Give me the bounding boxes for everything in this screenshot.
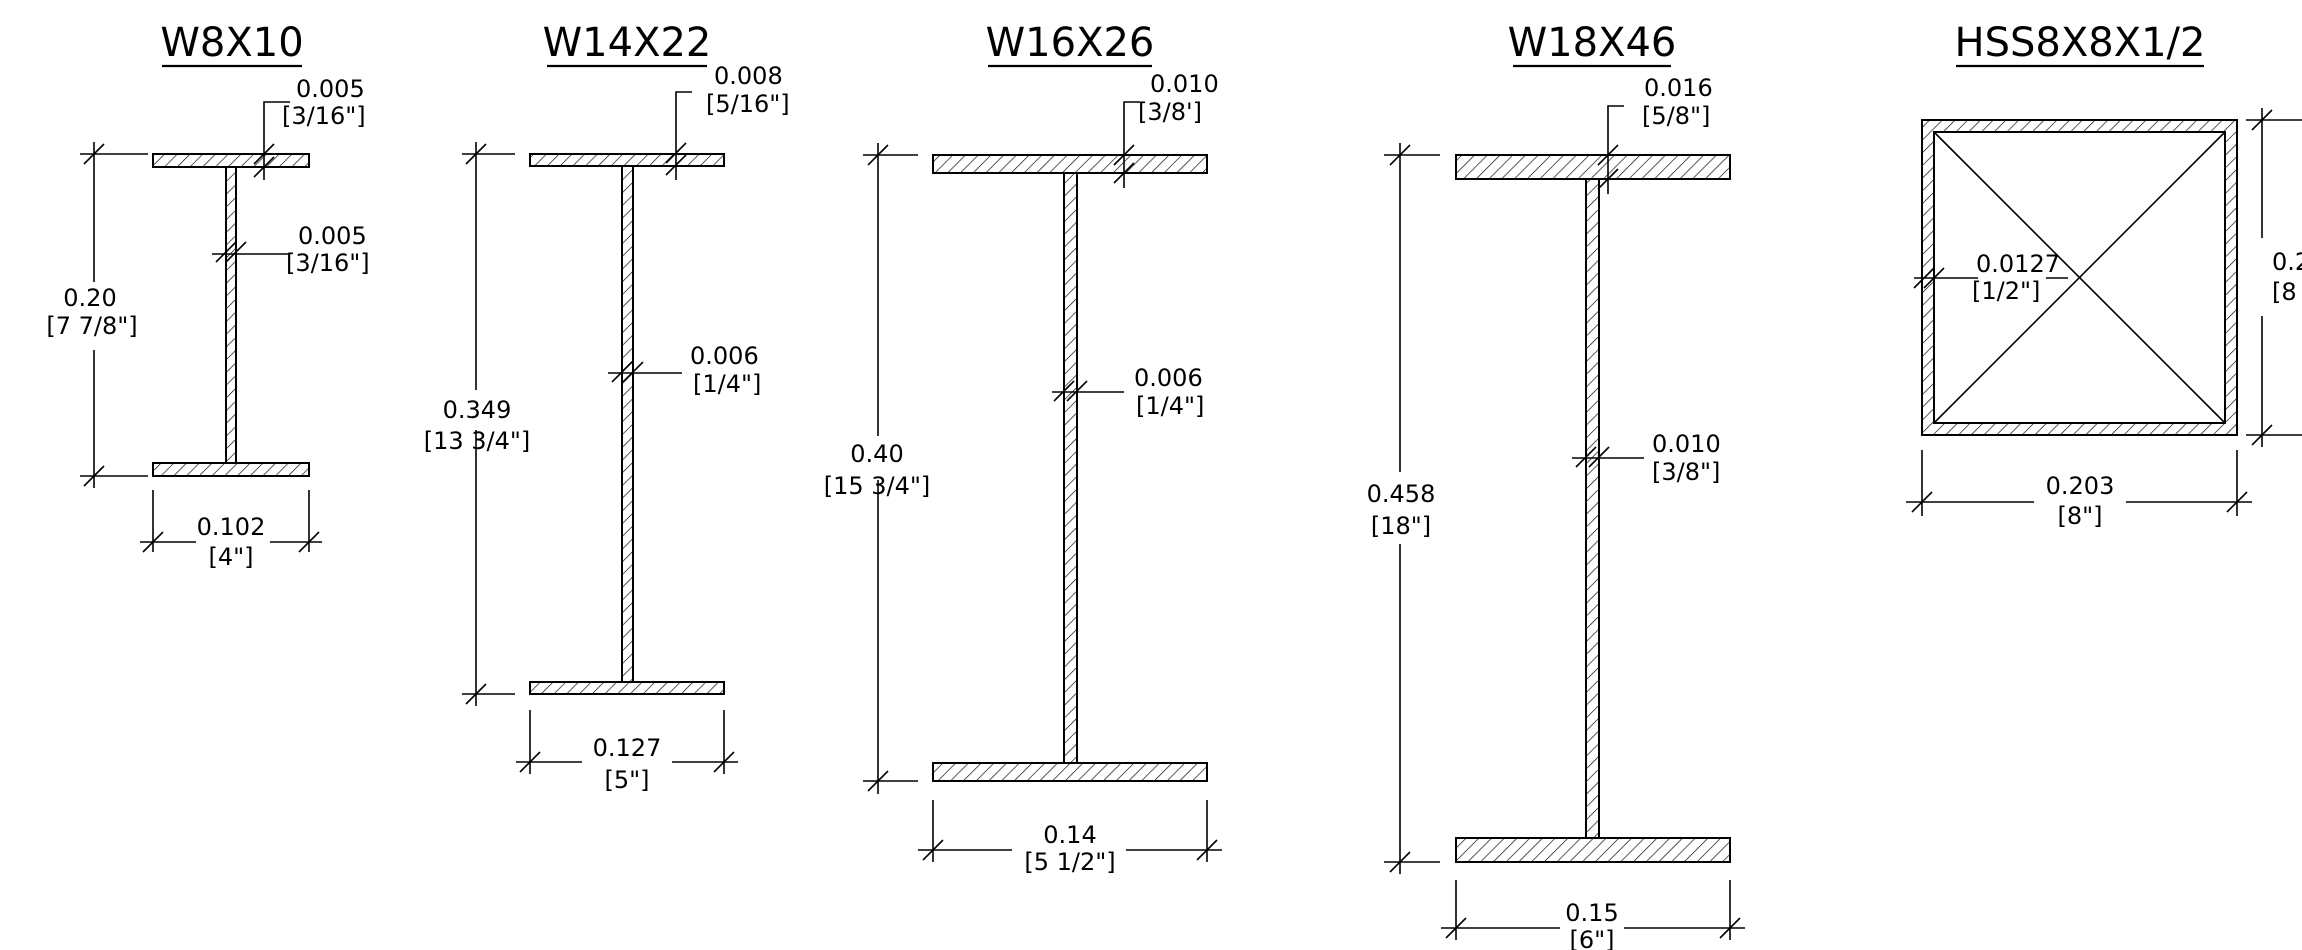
flange-thickness-fraction: [5/16"] bbox=[706, 90, 790, 118]
depth-value: 0.458 bbox=[1367, 480, 1436, 508]
flange-width-value: 0.15 bbox=[1565, 899, 1618, 927]
depth-fraction: [18"] bbox=[1371, 512, 1431, 540]
flange-thickness-value: 0.010 bbox=[1150, 70, 1219, 98]
web bbox=[1063, 172, 1078, 764]
web-thickness-leader bbox=[608, 361, 682, 383]
flange-width-fraction: [5"] bbox=[604, 766, 649, 794]
section-hss8x8x1-2: HSS8X8X1/2 0.0127 [1/2"] 0.203 [8"] bbox=[1906, 20, 2302, 530]
diagonal-hollow-mark bbox=[1933, 131, 2226, 424]
section-w14x22: W14X22 0.349 [13 3/4"] 0.127 [5"] bbox=[424, 20, 790, 794]
bottom-flange bbox=[152, 462, 310, 477]
height-fraction-partial: [8 bbox=[2272, 278, 2297, 306]
flange-thickness-fraction: [3/8'] bbox=[1138, 98, 1202, 126]
flange-thickness-leader bbox=[1597, 105, 1624, 194]
flange-thickness-fraction: [3/16"] bbox=[282, 102, 366, 130]
flange-width-value: 0.127 bbox=[593, 734, 662, 762]
bottom-flange bbox=[529, 681, 725, 695]
width-dimension bbox=[1906, 450, 2252, 516]
web-thickness-value: 0.006 bbox=[690, 342, 759, 370]
top-flange bbox=[1455, 154, 1731, 180]
i-beam-profile bbox=[1455, 154, 1731, 863]
flange-thickness-fraction: [5/8"] bbox=[1642, 102, 1710, 130]
web-thickness-leader bbox=[212, 241, 288, 263]
web-thickness-fraction: [1/4"] bbox=[693, 370, 761, 398]
width-value: 0.203 bbox=[2046, 472, 2115, 500]
flange-thickness-value: 0.008 bbox=[714, 62, 783, 90]
flange-width-dimension bbox=[516, 710, 738, 774]
flange-width-fraction: [5 1/2"] bbox=[1024, 848, 1115, 876]
top-flange bbox=[932, 154, 1208, 174]
web bbox=[1585, 178, 1600, 839]
web-thickness-value: 0.006 bbox=[1134, 364, 1203, 392]
web bbox=[621, 165, 634, 683]
web-thickness-value: 0.005 bbox=[298, 222, 367, 250]
section-title: W8X10 bbox=[160, 20, 303, 66]
section-title: W16X26 bbox=[986, 20, 1155, 66]
section-w16x26: W16X26 0.40 [15 3/4"] 0.14 [5 1/2"] bbox=[824, 20, 1222, 876]
depth-dimension bbox=[462, 142, 515, 706]
depth-fraction: [15 3/4"] bbox=[824, 472, 931, 500]
flange-width-fraction: [6"] bbox=[1569, 926, 1614, 950]
flange-width-dimension bbox=[918, 800, 1222, 862]
depth-dimension bbox=[863, 143, 918, 794]
flange-width-dimension bbox=[140, 490, 322, 553]
web-thickness-fraction: [3/16"] bbox=[286, 249, 370, 277]
flange-width-value: 0.14 bbox=[1043, 821, 1096, 849]
section-title: W14X22 bbox=[543, 20, 712, 66]
i-beam-profile bbox=[529, 153, 725, 695]
depth-dimension bbox=[80, 142, 148, 488]
i-beam-profile bbox=[932, 154, 1208, 782]
flange-thickness-value: 0.016 bbox=[1644, 74, 1713, 102]
depth-dimension bbox=[1384, 143, 1440, 874]
web-thickness-value: 0.010 bbox=[1652, 430, 1721, 458]
depth-value: 0.20 bbox=[63, 284, 116, 312]
flange-width-value: 0.102 bbox=[197, 513, 266, 541]
hss-profile bbox=[1921, 119, 2238, 436]
wall-thickness-fraction: [1/2"] bbox=[1972, 277, 2040, 305]
section-title: HSS8X8X1/2 bbox=[1955, 20, 2206, 66]
top-flange bbox=[529, 153, 725, 167]
flange-thickness-leader bbox=[1113, 101, 1140, 188]
wall-thickness-value: 0.0127 bbox=[1976, 250, 2060, 278]
top-flange bbox=[152, 153, 310, 168]
web-thickness-leader bbox=[1572, 446, 1644, 468]
web bbox=[225, 166, 237, 464]
web-thickness-fraction: [3/8"] bbox=[1652, 458, 1720, 486]
flange-thickness-leader bbox=[253, 101, 290, 180]
section-w8x10: W8X10 0.20 [7 7/8"] 0.102 [4"] bbox=[46, 20, 369, 571]
flange-width-dimension bbox=[1441, 880, 1745, 940]
flange-thickness-value: 0.005 bbox=[296, 75, 365, 103]
flange-width-fraction: [4"] bbox=[208, 543, 253, 571]
i-beam-profile bbox=[152, 153, 310, 477]
flange-thickness-leader bbox=[665, 91, 692, 180]
bottom-flange bbox=[1455, 837, 1731, 863]
section-w18x46: W18X46 0.458 [18"] 0.15 [6"] bbox=[1367, 20, 1745, 950]
height-value-partial: 0.2 bbox=[2272, 248, 2302, 276]
web-thickness-leader bbox=[1052, 380, 1124, 402]
height-dimension-partial bbox=[2246, 108, 2302, 447]
web-thickness-fraction: [1/4"] bbox=[1136, 392, 1204, 420]
bottom-flange bbox=[932, 762, 1208, 782]
depth-value: 0.349 bbox=[443, 396, 512, 424]
depth-fraction: [7 7/8"] bbox=[46, 312, 137, 340]
depth-fraction: [13 3/4"] bbox=[424, 427, 531, 455]
section-title: W18X46 bbox=[1508, 20, 1677, 66]
width-fraction: [8"] bbox=[2057, 502, 2102, 530]
wall-thickness-leader bbox=[1913, 267, 2068, 289]
depth-value: 0.40 bbox=[850, 440, 903, 468]
